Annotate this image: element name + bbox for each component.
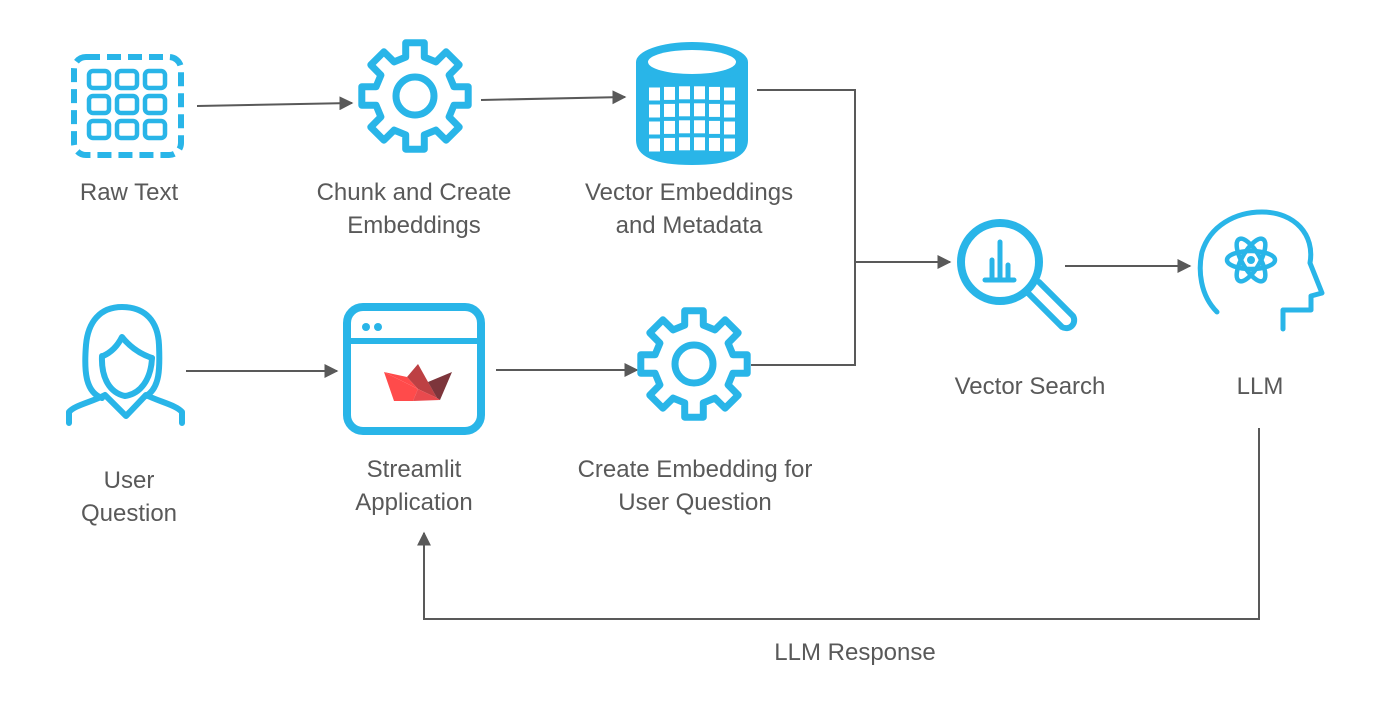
- edge-label-llm-response: LLM Response: [774, 636, 935, 669]
- label-line: User Question: [618, 489, 772, 516]
- browser-streamlit-icon: [343, 303, 485, 435]
- database-cell: [679, 120, 690, 134]
- gear-outline: [637, 307, 751, 421]
- connectors: [186, 89, 1260, 620]
- streamlit-logo-icon: [384, 364, 452, 401]
- magnifier-chart-icon: [957, 219, 1078, 332]
- edge-raw-text-to-chunk: [196, 96, 354, 111]
- database-cell: [664, 86, 675, 100]
- database-cell: [649, 87, 660, 101]
- label-line: Streamlit: [366, 456, 462, 483]
- database-cell: [679, 137, 690, 151]
- database-icon: [636, 42, 748, 165]
- gear-icon: [358, 39, 472, 153]
- head-atom-icon: [1197, 209, 1325, 332]
- gear-hub: [671, 341, 717, 387]
- database-cell: [709, 120, 720, 134]
- label-chunk-and-create-embeddings: Chunk and Create Embeddings: [317, 176, 512, 242]
- database-cell: [649, 104, 660, 118]
- database-cell: [679, 103, 690, 117]
- gear-icon: [637, 307, 751, 421]
- label-line: Embeddings: [347, 212, 481, 239]
- label-line: User: [103, 467, 155, 494]
- label-line: Question: [80, 500, 178, 527]
- database-cell: [724, 87, 735, 101]
- database-cell: [724, 104, 735, 118]
- database-cell: [679, 86, 690, 100]
- label-user-question: User Question: [81, 464, 177, 530]
- label-line: Application: [355, 489, 473, 516]
- label-line: Vector Search: [954, 373, 1106, 400]
- grid-dashed-icon: [71, 54, 184, 158]
- database-cell: [694, 137, 705, 151]
- edge-vector-db-to-merge: [751, 89, 856, 366]
- database-cell: [664, 103, 675, 117]
- database-cell: [694, 120, 705, 134]
- label-create-embedding-for-user-question: Create Embedding for User Question: [578, 453, 813, 519]
- database-cell: [724, 121, 735, 135]
- edge-chunk-to-vector-db: [480, 90, 627, 105]
- database-cell: [649, 121, 660, 135]
- label-line: Create Embedding for: [577, 456, 813, 483]
- database-cell: [724, 138, 735, 152]
- label-vector-embeddings: Vector Embeddings and Metadata: [585, 176, 793, 242]
- label-line: Chunk and Create: [316, 179, 512, 206]
- database-cell: [694, 86, 705, 100]
- label-line: Raw Text: [79, 179, 179, 206]
- database-cell: [664, 137, 675, 151]
- label-line: LLM Response: [774, 639, 936, 666]
- gear-outline: [358, 39, 472, 153]
- database-cell: [649, 138, 660, 152]
- database-cell: [709, 86, 720, 100]
- label-line: Vector Embeddings: [584, 179, 794, 206]
- database-cell: [694, 103, 705, 117]
- database-cell: [709, 137, 720, 151]
- edge-llm-to-streamlit: [417, 428, 1260, 620]
- label-raw-text: Raw Text: [80, 176, 178, 209]
- label-line: and Metadata: [615, 212, 763, 239]
- label-llm: LLM: [1237, 370, 1284, 403]
- user-icon: [66, 304, 185, 426]
- label-line: LLM: [1236, 373, 1284, 400]
- gear-hub: [392, 73, 438, 119]
- label-vector-search: Vector Search: [955, 370, 1106, 403]
- database-cell: [664, 120, 675, 134]
- label-streamlit-application: Streamlit Application: [355, 453, 472, 519]
- database-cell: [709, 103, 720, 117]
